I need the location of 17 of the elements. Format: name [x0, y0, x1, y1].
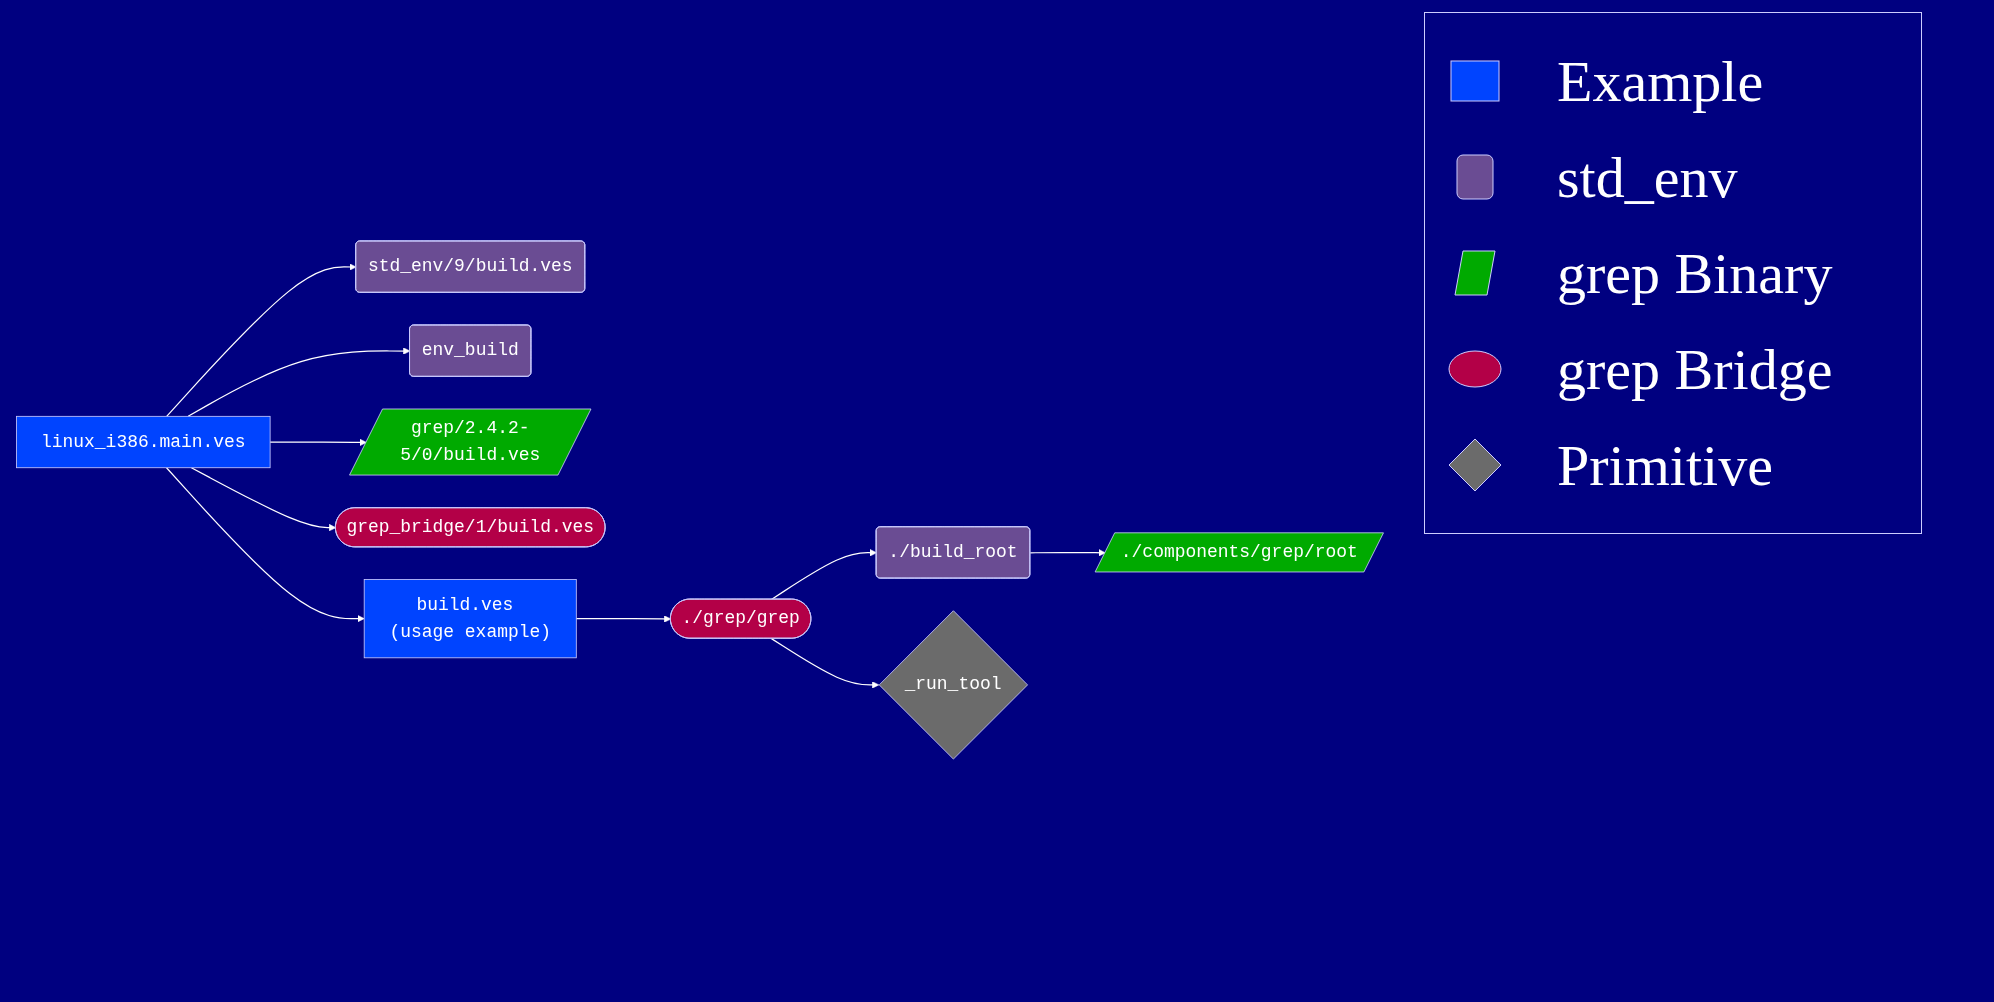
arrow: [187, 347, 411, 417]
legend-label: std_env: [1557, 143, 1738, 211]
node-diamond: _run_tool: [878, 610, 1028, 760]
arrow: [166, 263, 357, 417]
arrow: [575, 615, 672, 623]
node-box: linux_i386.main.ves: [16, 415, 271, 469]
legend-label: Example: [1557, 47, 1764, 115]
legend-label: grep Bridge: [1557, 335, 1833, 403]
arrow: [190, 467, 337, 532]
arrow: [770, 638, 880, 689]
arrow: [770, 549, 877, 601]
arrow: [165, 467, 365, 623]
arrow: [1029, 549, 1106, 557]
legend-label: Primitive: [1557, 431, 1773, 499]
node-box: build.ves (usage example): [363, 579, 577, 659]
arrow: [269, 438, 367, 446]
legend-label: grep Binary: [1557, 239, 1833, 307]
